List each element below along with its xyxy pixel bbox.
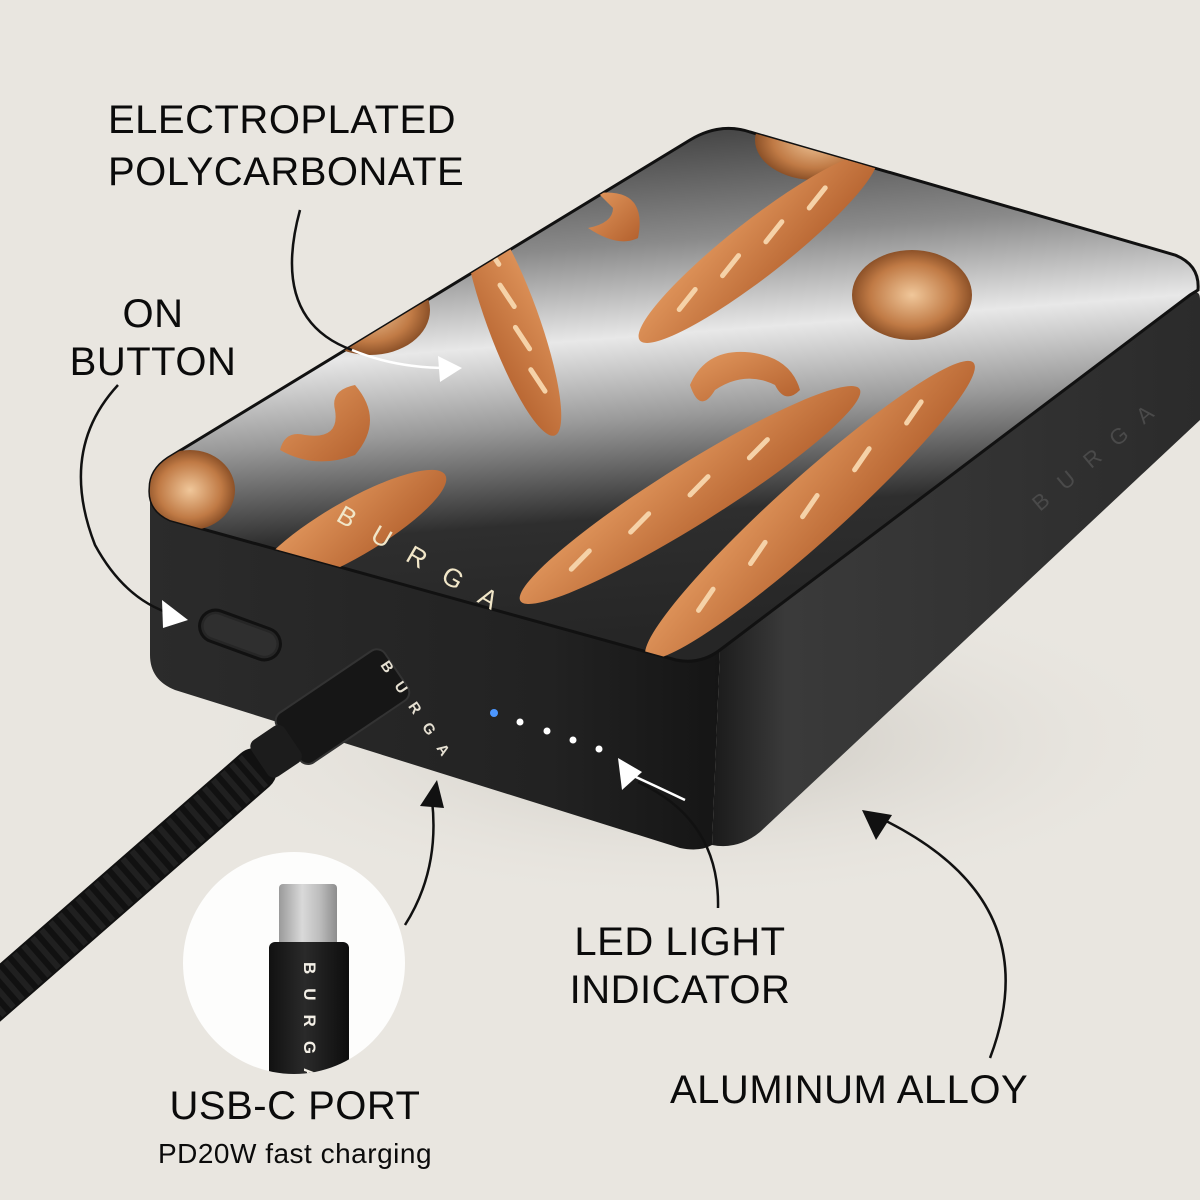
callout-aluminum-alloy: ALUMINUM ALLOY [670, 1068, 1029, 1112]
arrowhead-icon [438, 356, 462, 382]
cable-connector [250, 648, 411, 778]
bun-icon [310, 265, 430, 355]
arrowhead-icon [862, 810, 892, 840]
callout-line: ON [122, 292, 184, 336]
power-button[interactable] [195, 606, 285, 665]
callout-electroplated-polycarbonate: ELECTROPLATED POLYCARBONATE [108, 94, 464, 198]
baguette-icon [638, 153, 878, 343]
bun-icon [149, 450, 235, 530]
arrow-polycarbonate [290, 209, 353, 352]
callout-subtitle: PD20W fast charging [157, 1138, 433, 1169]
callout-led-indicator: LED LIGHT INDICATOR [555, 918, 805, 1014]
arrow-led [637, 780, 720, 909]
baguette-icon [645, 360, 975, 660]
front-face [150, 488, 720, 850]
usb-c-inset: BURGA [183, 852, 405, 1074]
led-dot-icon [490, 709, 498, 717]
baguette-icon [519, 386, 861, 604]
callout-line: POLYCARBONATE [108, 150, 465, 194]
croissant-icon [280, 385, 370, 462]
arrow-aluminum [879, 816, 1007, 1059]
side-face [712, 292, 1200, 847]
arrowheads [162, 356, 892, 840]
led-dot-icon [569, 736, 577, 744]
usb-c-plug-icon [279, 884, 337, 942]
callout-line: BUTTON [69, 340, 237, 384]
croissant-icon [588, 192, 640, 242]
arrow-on-button [79, 384, 173, 616]
led-dot-icon [595, 745, 603, 753]
bun-icon [852, 250, 972, 340]
arrowhead-icon [420, 780, 444, 808]
led-dot-icon [543, 727, 551, 735]
callout-title: USB-C PORT [169, 1084, 421, 1128]
arrowhead-icon [618, 758, 642, 790]
callout-line: ELECTROPLATED [108, 98, 457, 142]
callout-on-button: ON BUTTON [58, 290, 248, 386]
arrowhead-icon [162, 600, 188, 628]
inset-brand-logo: BURGA [300, 962, 319, 1074]
led-indicator [490, 709, 603, 753]
callout-arrows [79, 209, 1007, 1059]
croissant-icon [690, 351, 800, 402]
led-dot-icon [516, 718, 524, 726]
connector-housing: BURGA [269, 942, 349, 1074]
callout-line: LED LIGHT [574, 920, 786, 964]
arrow-usb-port [403, 799, 435, 926]
callout-line: INDICATOR [569, 968, 791, 1012]
callout-usb-c-port: USB-C PORT PD20W fast charging [130, 1082, 460, 1174]
